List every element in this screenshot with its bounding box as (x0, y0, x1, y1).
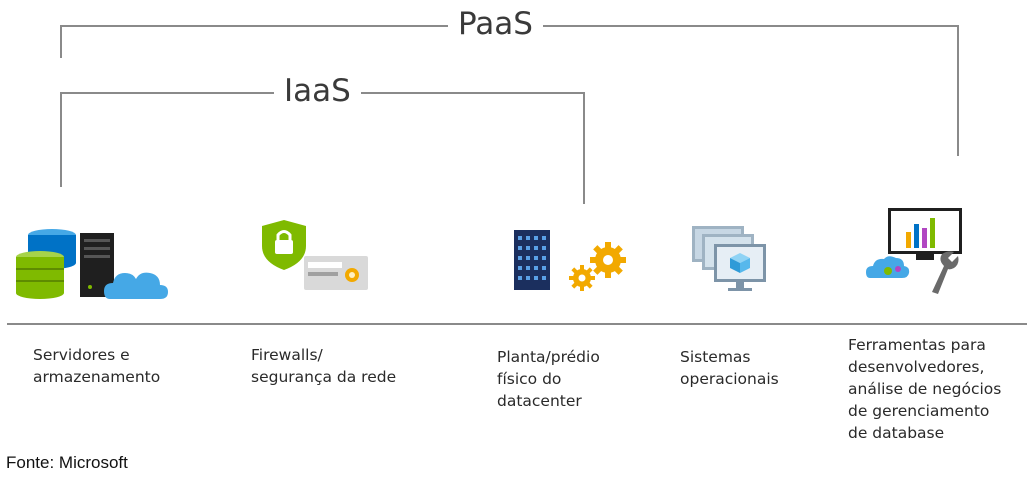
firewall-shield-icon (262, 220, 368, 290)
caption-developer-tools: Ferramentas para desenvolvedores, anális… (848, 336, 1002, 442)
caption-datacenter: Planta/prédio físico do datacenter (497, 348, 600, 410)
iaas-bracket (60, 92, 585, 204)
datacenter-building-icon (514, 230, 626, 291)
divider-line (7, 323, 1027, 325)
caption-firewalls: Firewalls/ segurança da rede (251, 346, 397, 386)
caption-operating-systems: Sistemas operacionais (680, 348, 779, 388)
servers-storage-icon (16, 229, 168, 299)
caption-servers-storage: Servidores e armazenamento (33, 346, 161, 386)
operating-systems-icon (692, 226, 766, 291)
developer-tools-icon (866, 208, 962, 294)
paas-label: PaaS (448, 6, 543, 42)
paas-bracket (60, 25, 959, 156)
iaas-label: IaaS (274, 73, 361, 109)
source-credit: Fonte: Microsoft (6, 453, 128, 472)
